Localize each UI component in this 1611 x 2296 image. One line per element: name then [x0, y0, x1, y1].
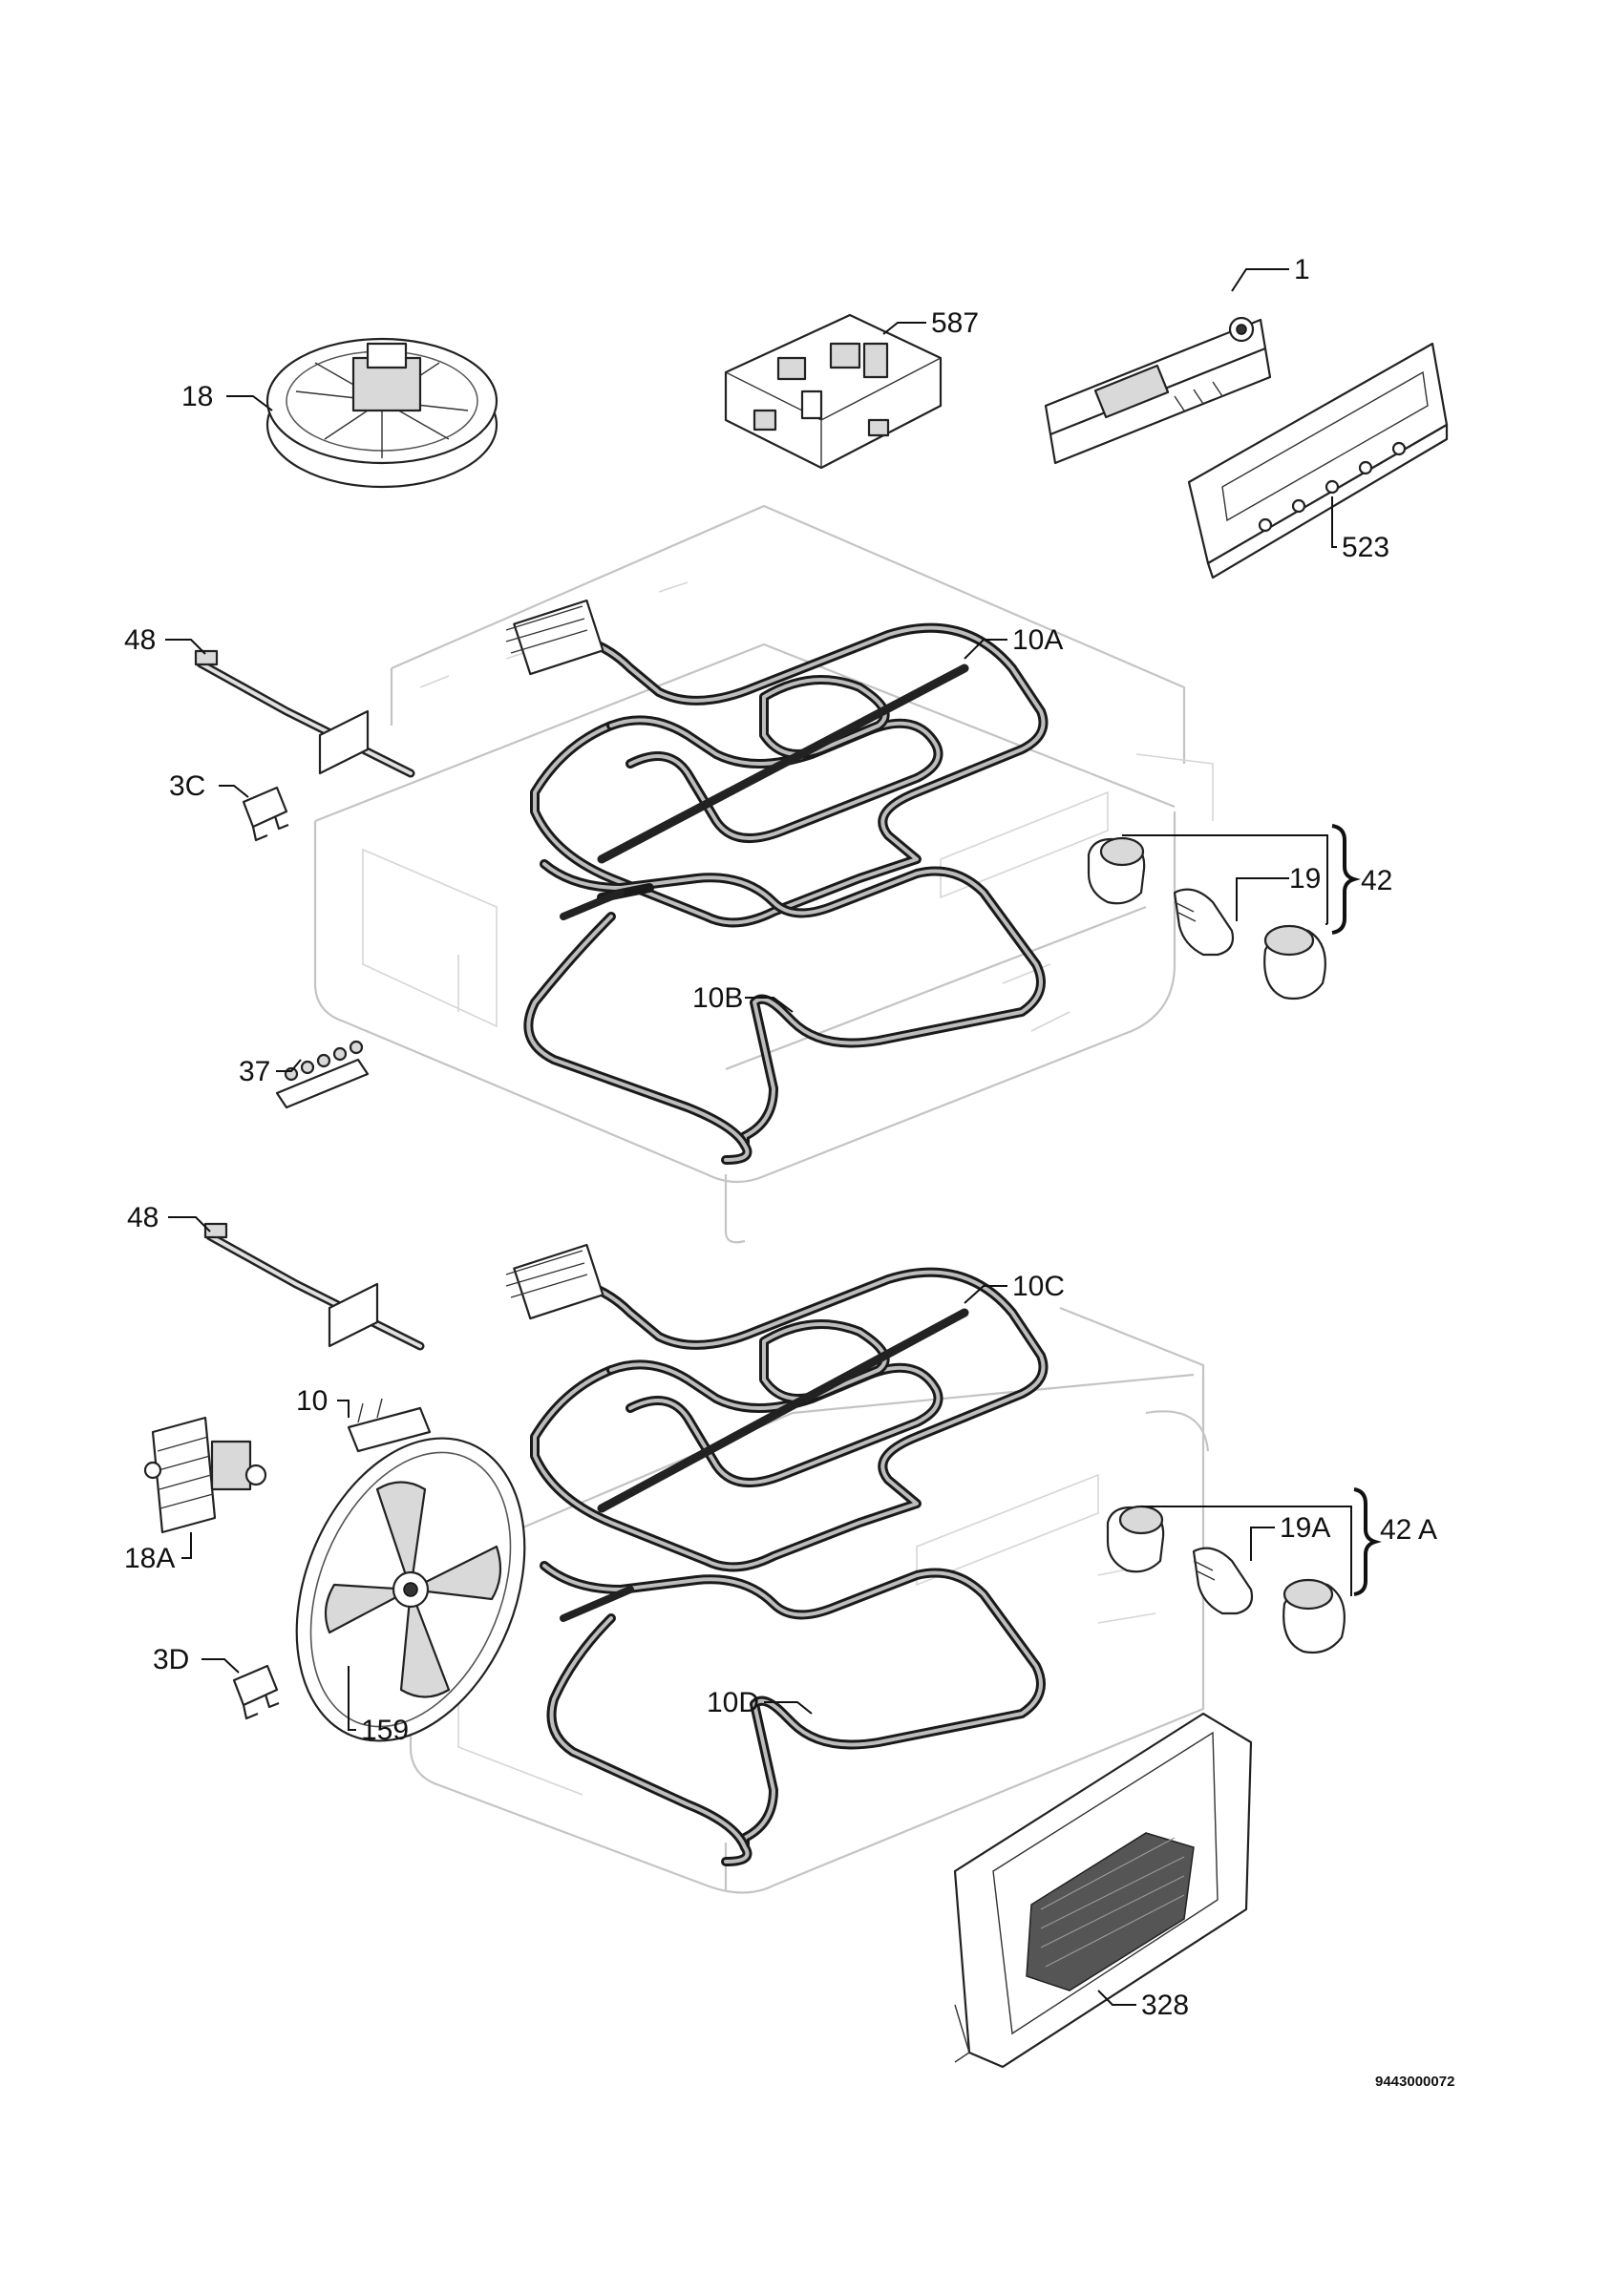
label-48-lower: 48	[127, 1202, 159, 1233]
heating-element-10A	[505, 599, 1049, 928]
lower-oven-cavity	[409, 1306, 1210, 1894]
label-19A: 19A	[1280, 1512, 1330, 1544]
leader-lines	[165, 268, 1382, 2006]
label-37: 37	[239, 1056, 270, 1087]
label-42: 42	[1361, 865, 1392, 896]
heating-element-10D	[540, 1561, 1046, 1866]
part-18A-fan-motor	[143, 1416, 267, 1534]
label-10D: 10D	[707, 1687, 759, 1718]
part-48-temperature-sensor-upper	[194, 649, 415, 778]
part-523-control-panel-frame	[1187, 342, 1449, 579]
label-18A: 18A	[124, 1543, 175, 1574]
part-18-fan-motor-housing	[265, 337, 498, 489]
label-48-upper: 48	[124, 624, 156, 656]
label-3C: 3C	[169, 770, 205, 802]
part-3D-safety-thermostat	[232, 1664, 280, 1720]
label-587: 587	[931, 307, 979, 339]
label-3D: 3D	[153, 1644, 189, 1675]
part-42A-lamp-assembly-lower	[1106, 1505, 1346, 1654]
label-10B: 10B	[692, 982, 743, 1014]
heating-element-10B	[523, 859, 1046, 1165]
label-18: 18	[181, 381, 213, 412]
part-48-temperature-sensor-lower	[203, 1222, 425, 1351]
part-42-lamp-assembly-upper	[1087, 836, 1326, 1001]
part-587-control-board	[724, 313, 943, 470]
label-10A: 10A	[1012, 624, 1063, 656]
heating-element-10C	[505, 1243, 1049, 1572]
part-labels: 1 587 18 523 48 10A 3C 19 42 10B 37 48 1…	[124, 254, 1454, 2090]
part-37-terminal-block	[275, 1040, 370, 1109]
part-1-display-module	[1044, 316, 1272, 465]
label-10C: 10C	[1012, 1271, 1065, 1302]
part-3C-safety-thermostat	[242, 786, 289, 842]
label-523: 523	[1342, 532, 1389, 563]
label-159: 159	[361, 1715, 409, 1746]
label-42A: 42 A	[1380, 1514, 1437, 1546]
upper-oven-cavity	[313, 504, 1214, 1244]
label-19: 19	[1289, 863, 1321, 895]
part-159-fan-blade-assembly	[295, 1437, 526, 1742]
part-10-fan-bracket	[347, 1398, 432, 1453]
diagram-code: 9443000072	[1375, 2074, 1454, 2090]
part-328-rear-cover	[953, 1712, 1253, 2069]
label-1: 1	[1294, 254, 1310, 285]
label-10: 10	[296, 1385, 328, 1417]
label-328: 328	[1141, 1990, 1189, 2021]
